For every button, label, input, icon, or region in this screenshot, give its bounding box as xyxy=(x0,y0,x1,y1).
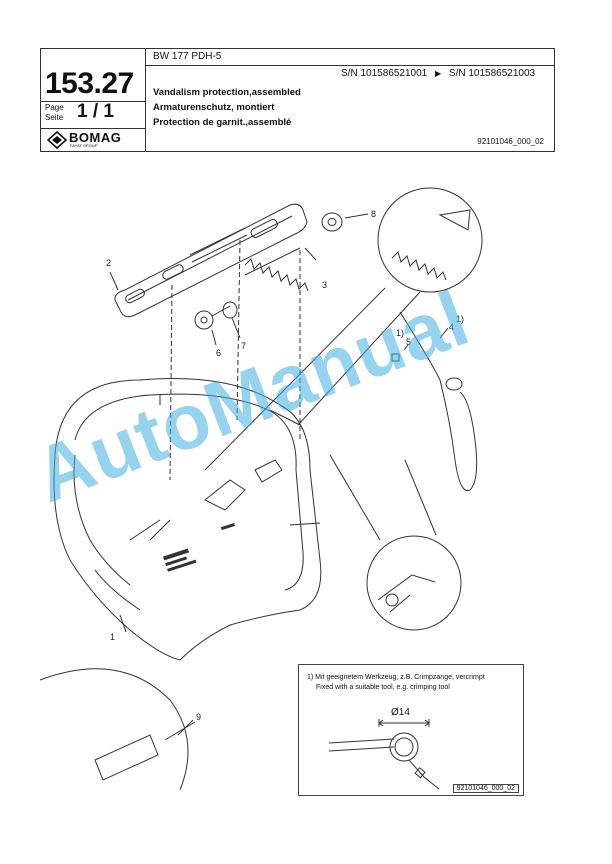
callout-6: 6 xyxy=(216,348,221,358)
title-en: Vandalism protection,assembled xyxy=(153,87,301,98)
callout-7: 7 xyxy=(241,341,246,351)
ferrule-part-5 xyxy=(391,353,400,362)
note-line-de: 1) Mit geeignetem Werkzeug, z.B. Crimpza… xyxy=(307,674,485,681)
logo-subtext: FAYAT GROUP xyxy=(70,143,98,148)
spring-part xyxy=(244,247,309,292)
callout-4-note: 1) xyxy=(456,314,464,324)
callout-5: 5 xyxy=(406,337,411,347)
serial-range: S/N 101586521001 ▶ S/N 101586521003 xyxy=(341,68,536,79)
detail-circle-top xyxy=(204,187,483,471)
callout-3: 3 xyxy=(322,280,327,290)
header-divider xyxy=(41,128,145,129)
detail-circle-lower xyxy=(329,454,462,631)
callout-2: 2 xyxy=(106,258,111,268)
header-divider xyxy=(41,101,145,102)
lower-detail-part-9 xyxy=(39,668,196,791)
screw-part-7 xyxy=(211,301,238,319)
note-line-en: Fixed with a suitable tool, e.g. crimpin… xyxy=(316,684,450,691)
logo-text: BOMAG xyxy=(69,130,122,145)
document-id: 92101046_000_02 xyxy=(477,137,544,146)
title-fr: Protection de garnit.,assemblé xyxy=(153,117,292,128)
header-block: BW 177 PDH-5 153.27 Page Seite 1 / 1 BOM… xyxy=(40,48,555,152)
page-number: 153.27 xyxy=(45,67,134,100)
housing-part-1 xyxy=(53,377,322,661)
cable-part-4 xyxy=(399,311,478,492)
callout-9: 9 xyxy=(196,712,201,722)
header-divider xyxy=(145,65,554,66)
washer-part-6 xyxy=(194,310,214,330)
note-document-id: 92101046_000_02 xyxy=(452,784,519,793)
crimp-note-box: 1) Mit geeignetem Werkzeug, z.B. Crimpza… xyxy=(298,664,524,796)
callout-4: 4 xyxy=(449,322,454,332)
callout-8: 8 xyxy=(371,209,376,219)
page-fraction: 1 / 1 xyxy=(77,101,114,122)
page-label: Page Seite xyxy=(45,103,64,122)
callout-1: 1 xyxy=(110,632,115,642)
header-divider xyxy=(145,49,146,151)
crimp-detail-drawing xyxy=(328,719,440,790)
model-name: BW 177 PDH-5 xyxy=(153,51,222,62)
washer-part-8 xyxy=(321,212,343,232)
callout-5-note: 1) xyxy=(396,328,404,338)
bomag-logo: BOMAG FAYAT GROUP xyxy=(46,130,141,150)
bomag-diamond-icon xyxy=(46,130,68,150)
title-de: Armaturenschutz, montiert xyxy=(153,102,275,113)
arrow-right-icon: ▶ xyxy=(434,69,442,78)
bracket-part xyxy=(114,203,308,318)
dimension-label: Ø14 xyxy=(391,707,410,718)
